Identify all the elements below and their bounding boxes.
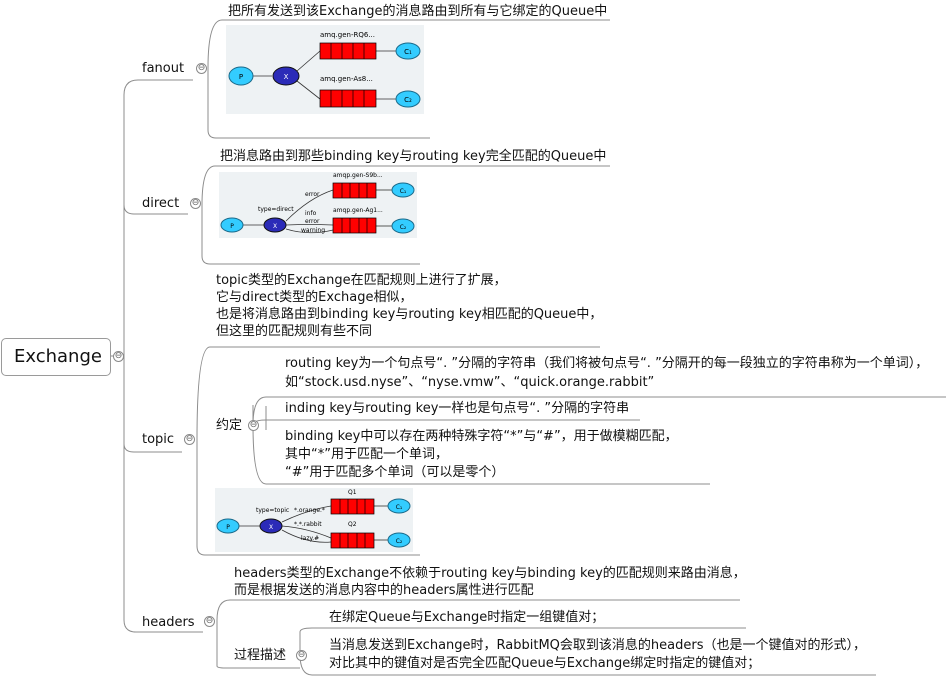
branch-direct[interactable]: direct	[142, 196, 180, 211]
binding-key: error	[305, 218, 320, 225]
topic-rule-wildcards: binding key中可以存在两种特殊字符“*”与“#”，用于做模糊匹配， 其…	[285, 429, 678, 480]
fanout-diagram: P X amq.gen-RQ6... amq.gen-As8... C₁ C₂	[226, 25, 424, 114]
consumer-node	[391, 218, 415, 234]
queue-box	[330, 498, 375, 549]
exchange-type: type=direct	[258, 206, 294, 213]
producer-label: P	[226, 524, 230, 531]
collapse-icon[interactable]: ⊖	[248, 420, 259, 431]
exchange-type: type=topic	[256, 507, 289, 514]
headers-intro: headers类型的Exchange不依赖于routing key与bindin…	[234, 566, 746, 598]
exchange-label: X	[284, 73, 289, 81]
topic-intro: topic类型的Exchange在匹配规则上进行了扩展， 它与direct类型的…	[216, 273, 603, 339]
consumer-label: C₁	[404, 48, 412, 56]
producer-label: P	[230, 223, 234, 230]
exchange-node	[272, 66, 300, 86]
queue-name: Q1	[348, 489, 357, 496]
collapse-icon[interactable]: ⊖	[184, 434, 195, 445]
binding-key: error	[305, 191, 320, 198]
exchange-label: X	[273, 223, 277, 230]
collapse-icon[interactable]: ⊖	[190, 198, 201, 209]
headers-step-1: 在绑定Queue与Exchange时指定一组键值对；	[329, 610, 605, 625]
direct-diagram: P X type=direct error info error warning…	[219, 172, 417, 238]
headers-step-2: 当消息发送到Exchange时，RabbitMQ会取到该消息的headers（也…	[329, 638, 866, 671]
exchange-node	[263, 217, 287, 233]
consumer-label: C₁	[400, 188, 407, 195]
collapse-icon[interactable]: ⊖	[204, 616, 215, 627]
direct-description: 把消息路由到那些binding key与routing key完全匹配的Queu…	[220, 149, 607, 164]
producer-node	[228, 66, 254, 86]
headers-process-label[interactable]: 过程描述	[234, 648, 287, 663]
branch-topic[interactable]: topic	[142, 432, 175, 447]
queue-name: amq.gen-As8...	[320, 75, 373, 83]
consumer-label: C₁	[396, 504, 403, 511]
queue-name: amqp.gen-S9b...	[333, 172, 383, 179]
collapse-icon[interactable]: ⊖	[196, 63, 207, 74]
consumer-node	[395, 42, 421, 60]
root-node-exchange[interactable]: Exchange	[1, 338, 111, 376]
producer-label: P	[239, 73, 243, 81]
consumer-node	[387, 498, 411, 514]
consumer-label: C₂	[400, 224, 407, 231]
collapse-icon[interactable]: ⊖	[113, 351, 124, 362]
binding-key: warning	[301, 227, 325, 234]
queue-box	[332, 182, 377, 234]
consumer-label: C₂	[404, 96, 412, 104]
queue-box	[319, 42, 377, 108]
producer-node	[216, 518, 240, 534]
consumer-node	[395, 90, 421, 108]
topic-rule-routing-key: routing key为一个句点号“. ”分隔的字符串（我们将被句点号“. ”分…	[285, 356, 929, 390]
queue-name: amqp.gen-Ag1...	[333, 207, 383, 214]
producer-node	[220, 217, 244, 233]
topic-rule-binding-key: inding key与routing key一样也是句点号“. ”分隔的字符串	[285, 401, 630, 416]
branch-headers[interactable]: headers	[142, 615, 195, 630]
consumer-node	[391, 182, 415, 198]
binding-key: *.*.rabbit	[294, 521, 322, 528]
topic-rules-label[interactable]: 约定	[216, 418, 243, 433]
consumer-node	[387, 532, 411, 548]
fanout-description: 把所有发送到该Exchange的消息路由到所有与它绑定的Queue中	[228, 4, 608, 19]
binding-key: info	[305, 210, 317, 217]
collapse-icon[interactable]: ⊖	[296, 650, 307, 661]
binding-key: *.orange.*	[294, 507, 325, 514]
queue-name: amq.gen-RQ6...	[320, 31, 375, 39]
exchange-node	[259, 518, 283, 534]
consumer-label: C₂	[396, 538, 403, 545]
binding-key: lazy.#	[301, 535, 319, 542]
topic-diagram: P X type=topic *.orange.* *.*.rabbit laz…	[215, 488, 413, 552]
exchange-label: X	[269, 524, 273, 531]
branch-fanout[interactable]: fanout	[142, 61, 185, 76]
queue-name: Q2	[348, 521, 357, 528]
